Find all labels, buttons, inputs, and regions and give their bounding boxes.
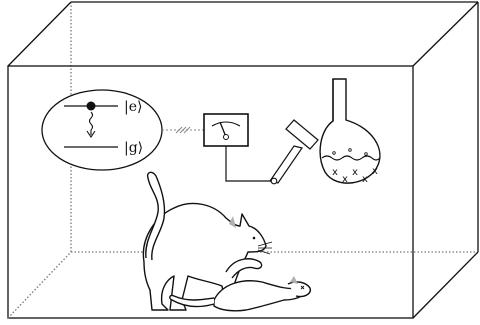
box-edge-top-left	[8, 2, 71, 66]
box-edge-bottom-left	[8, 252, 71, 318]
detector-box	[204, 114, 248, 146]
flask-mark: x	[342, 174, 348, 185]
ground-state-label: |g⟩	[124, 140, 143, 156]
excited-state-label: |e⟩	[124, 99, 142, 115]
hammer-handle	[270, 146, 302, 183]
hammer	[270, 120, 318, 184]
detector	[204, 114, 248, 146]
atom: |e⟩ |g⟩	[42, 90, 162, 170]
hammer-pivot	[271, 178, 277, 184]
poison-flask: x x x x x	[320, 79, 380, 185]
box-edge-top-right	[413, 2, 478, 66]
flask-outline	[320, 79, 380, 183]
radiation-beam	[162, 127, 204, 133]
detector-pivot	[224, 135, 229, 140]
electron-dot	[87, 102, 96, 111]
box-edge-bottom-right	[413, 252, 478, 318]
flask-mark: x	[362, 174, 368, 185]
flask-mark: x	[352, 167, 358, 178]
trigger-wire	[226, 146, 272, 181]
cat-alive-eye	[253, 237, 256, 240]
flask-mark: x	[372, 166, 378, 177]
atom-ellipse	[42, 90, 162, 170]
flask-mark: x	[332, 167, 338, 178]
hammer-head	[286, 120, 318, 149]
